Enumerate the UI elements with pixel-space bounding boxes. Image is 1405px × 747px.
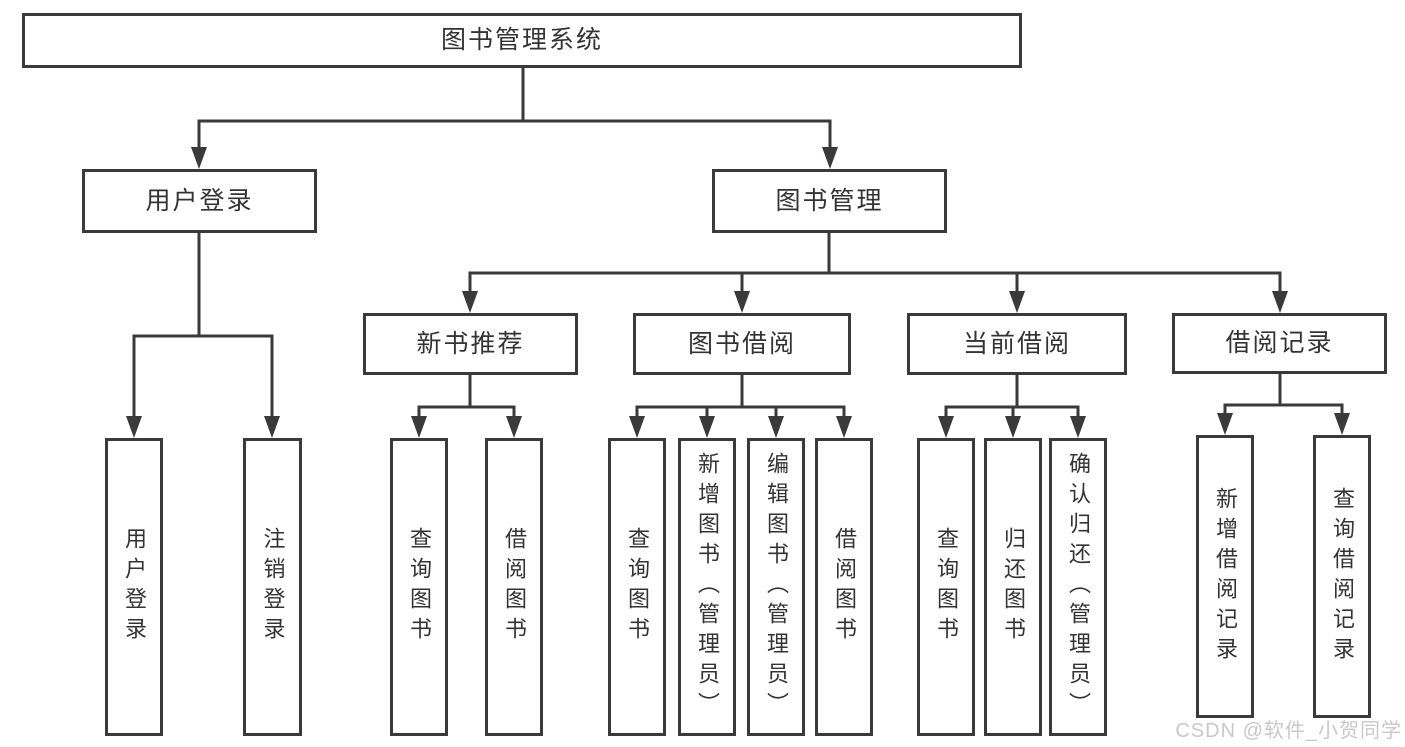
node-book-borrowing: 图书借阅	[633, 313, 851, 375]
arrow-down-icon	[768, 416, 784, 438]
leaf-records-add-record: 新增借阅记录	[1196, 435, 1254, 718]
arrow-down-icon	[734, 291, 750, 313]
arrow-down-icon	[411, 416, 427, 438]
leaf-recommend-query-books: 查询图书	[390, 438, 448, 736]
csdn-watermark: CSDN @软件_小贺同学	[1175, 720, 1402, 742]
node-book-borrowing-label: 图书借阅	[687, 329, 796, 358]
node-user-login-branch: 用户登录	[82, 169, 317, 233]
node-borrowing-records: 借阅记录	[1172, 313, 1387, 374]
node-current-borrowing-label: 当前借阅	[962, 329, 1071, 358]
leaf-records-query-record: 查询借阅记录	[1313, 435, 1371, 718]
arrow-down-icon	[822, 147, 838, 169]
node-borrowing-records-label: 借阅记录	[1225, 329, 1334, 357]
node-current-borrowing: 当前借阅	[907, 313, 1127, 375]
node-root-system-label: 图书管理系统	[440, 26, 603, 54]
leaf-current-query-books: 查询图书	[917, 438, 975, 736]
leaf-borrow-query-books: 查询图书	[608, 438, 666, 736]
arrow-down-icon	[1005, 416, 1021, 438]
node-new-book-recommend-label: 新书推荐	[416, 329, 525, 358]
arrow-down-icon	[1009, 291, 1025, 313]
node-book-management-branch-label: 图书管理	[775, 186, 884, 215]
arrow-down-icon	[506, 416, 522, 438]
arrow-down-icon	[699, 416, 715, 438]
arrow-down-icon	[191, 147, 207, 169]
leaf-borrow-edit-books-admin: 编辑图书（管理员）	[747, 438, 805, 736]
arrow-down-icon	[1272, 291, 1288, 313]
arrow-down-icon	[264, 416, 280, 438]
arrow-down-icon	[1217, 413, 1233, 435]
arrow-down-icon	[1070, 416, 1086, 438]
arrow-down-icon	[462, 291, 478, 313]
leaf-borrow-add-books-admin: 新增图书（管理员）	[678, 438, 736, 736]
node-new-book-recommend: 新书推荐	[363, 313, 578, 375]
arrow-down-icon	[938, 416, 954, 438]
arrow-down-icon	[629, 416, 645, 438]
arrow-down-icon	[126, 416, 142, 438]
arrow-down-icon	[1334, 413, 1350, 435]
arrow-down-icon	[836, 416, 852, 438]
leaf-user-login: 用户登录	[105, 438, 163, 736]
leaf-current-confirm-return-admin: 确认归还（管理员）	[1049, 438, 1107, 736]
node-book-management-branch: 图书管理	[712, 169, 947, 233]
node-root-system: 图书管理系统	[22, 13, 1022, 68]
leaf-recommend-borrow-books: 借阅图书	[485, 438, 543, 736]
leaf-current-return-books: 归还图书	[984, 438, 1042, 736]
node-user-login-branch-label: 用户登录	[145, 186, 254, 215]
leaf-logout: 注销登录	[243, 438, 302, 736]
leaf-borrow-borrow-books: 借阅图书	[815, 438, 873, 736]
